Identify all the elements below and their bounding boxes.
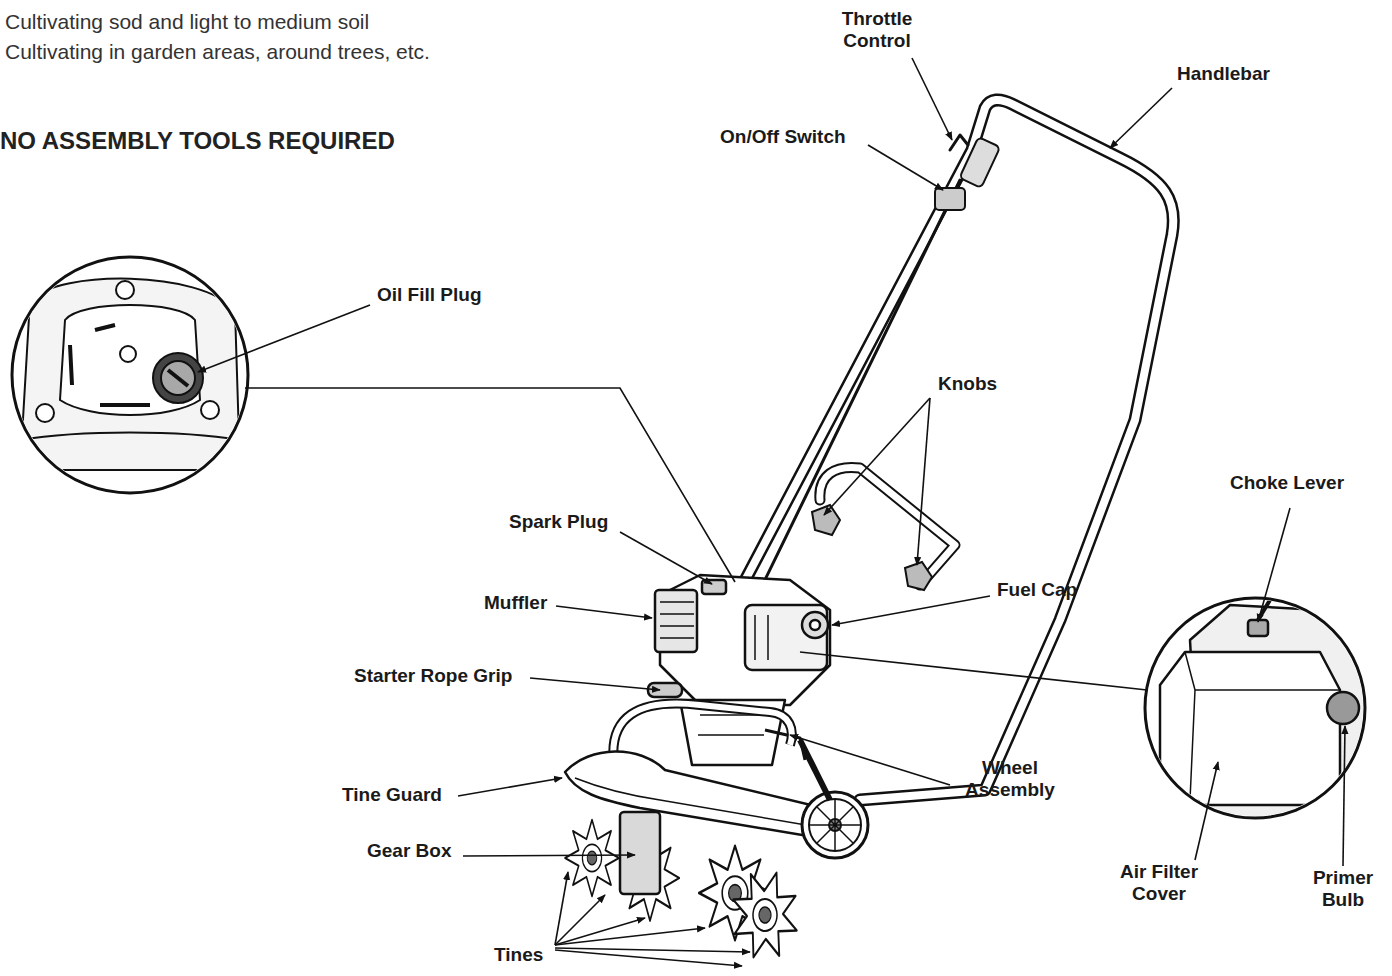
engine-part	[702, 580, 726, 594]
knobs-part	[812, 505, 840, 535]
leader-lines-part	[245, 388, 735, 582]
part-label: On/Off Switch	[720, 126, 846, 148]
part-label: Primer Bulb	[1300, 867, 1386, 911]
air-filter-inset	[1145, 598, 1385, 820]
part-label: Throttle Control	[827, 8, 927, 52]
handlebar-part	[820, 467, 955, 585]
engine-part	[745, 605, 827, 670]
oil-plug-inset-part	[161, 361, 195, 395]
leader-lines-part	[555, 928, 705, 945]
leader-lines-part	[800, 652, 1147, 690]
air-filter-inset-part-part	[1185, 652, 1340, 800]
handlebar-part	[935, 188, 965, 210]
leader-lines	[198, 58, 1345, 966]
leader-lines-part	[556, 606, 652, 618]
leader-lines-part	[1343, 726, 1345, 866]
leader-lines-part	[1258, 508, 1290, 622]
air-filter-inset-part-part	[1248, 620, 1268, 636]
wheel-part	[800, 740, 830, 800]
leader-lines-part	[1195, 762, 1218, 860]
knobs	[812, 505, 932, 590]
leader-lines-part	[555, 948, 750, 952]
leader-lines-part	[790, 735, 950, 785]
wheel-part	[802, 792, 868, 858]
oil-plug-inset-part-part	[70, 325, 150, 405]
feature-note: Cultivating in garden areas, around tree…	[5, 40, 430, 64]
air-filter-inset-part-part	[1160, 652, 1340, 805]
oil-plug-inset-part	[168, 370, 188, 386]
knobs-part	[905, 562, 932, 590]
engine-part	[698, 715, 764, 735]
handlebar-part	[740, 100, 1173, 800]
part-label: Tines	[494, 944, 543, 966]
oil-plug-inset-part	[153, 353, 203, 403]
handlebar	[740, 100, 1173, 800]
wheel-part	[809, 799, 861, 851]
oil-plug-inset-part	[201, 401, 219, 419]
handlebar-part	[760, 180, 960, 590]
air-filter-inset-part	[1145, 598, 1365, 818]
part-label: Spark Plug	[509, 511, 608, 533]
leader-lines-part	[824, 398, 930, 515]
air-filter-inset-part	[1160, 600, 1385, 820]
handlebar-part	[950, 135, 968, 150]
engine-part	[765, 730, 805, 760]
leader-lines-part	[832, 596, 990, 625]
leader-lines-part	[620, 532, 712, 584]
part-label: Starter Rope Grip	[354, 665, 512, 687]
leader-lines-part	[1110, 88, 1172, 148]
tines-part	[722, 857, 809, 972]
part-label: Wheel Assembly	[955, 757, 1065, 801]
oil-plug-inset	[12, 257, 248, 493]
feature-note: Cultivating sod and light to medium soil	[5, 10, 369, 34]
leader-lines-part	[458, 778, 562, 796]
leader-lines-part	[917, 398, 930, 565]
leader-lines-part	[912, 58, 952, 140]
handlebar-part	[740, 100, 1173, 800]
part-label: Gear Box	[367, 840, 451, 862]
part-label: Tine Guard	[342, 784, 442, 806]
tine-guard-part	[575, 778, 835, 830]
engine-part	[810, 620, 820, 630]
engine-part	[660, 602, 694, 638]
tines-part	[565, 820, 619, 897]
air-filter-inset-part-part	[1327, 692, 1359, 724]
wheel	[800, 740, 868, 858]
wheel-part	[809, 799, 861, 851]
handlebar-part	[959, 137, 1000, 188]
engine	[648, 575, 830, 765]
leader-lines-part	[530, 678, 660, 690]
leader-lines-part	[555, 950, 742, 966]
part-label: Oil Fill Plug	[377, 284, 482, 306]
part-label: Muffler	[484, 592, 547, 614]
part-label: Air Filter Cover	[1104, 861, 1214, 905]
oil-plug-inset-part	[116, 281, 134, 299]
oil-plug-inset-part-part	[20, 279, 240, 470]
part-label: Choke Lever	[1230, 472, 1344, 494]
oil-plug-inset-part-part	[120, 346, 136, 362]
engine-part	[802, 612, 828, 638]
engine-part	[655, 590, 697, 652]
leader-lines-part	[198, 305, 370, 372]
oil-plug-inset-part	[12, 257, 248, 493]
leader-lines-part	[463, 855, 635, 856]
gear-box	[620, 812, 660, 894]
air-filter-inset-part-part	[1350, 660, 1385, 800]
feature-note: NO ASSEMBLY TOOLS REQUIRED	[0, 127, 395, 155]
leader-lines-part	[555, 918, 645, 945]
leader-lines-part	[868, 145, 943, 190]
part-label: Knobs	[938, 373, 997, 395]
engine-part	[755, 615, 768, 660]
oil-plug-inset-part	[20, 279, 240, 470]
part-label: Fuel Cap	[997, 579, 1077, 601]
part-label: Handlebar	[1177, 63, 1270, 85]
oil-plug-inset-part-part	[20, 433, 240, 441]
oil-plug-inset-part	[36, 404, 54, 422]
handlebar-part	[820, 467, 955, 585]
